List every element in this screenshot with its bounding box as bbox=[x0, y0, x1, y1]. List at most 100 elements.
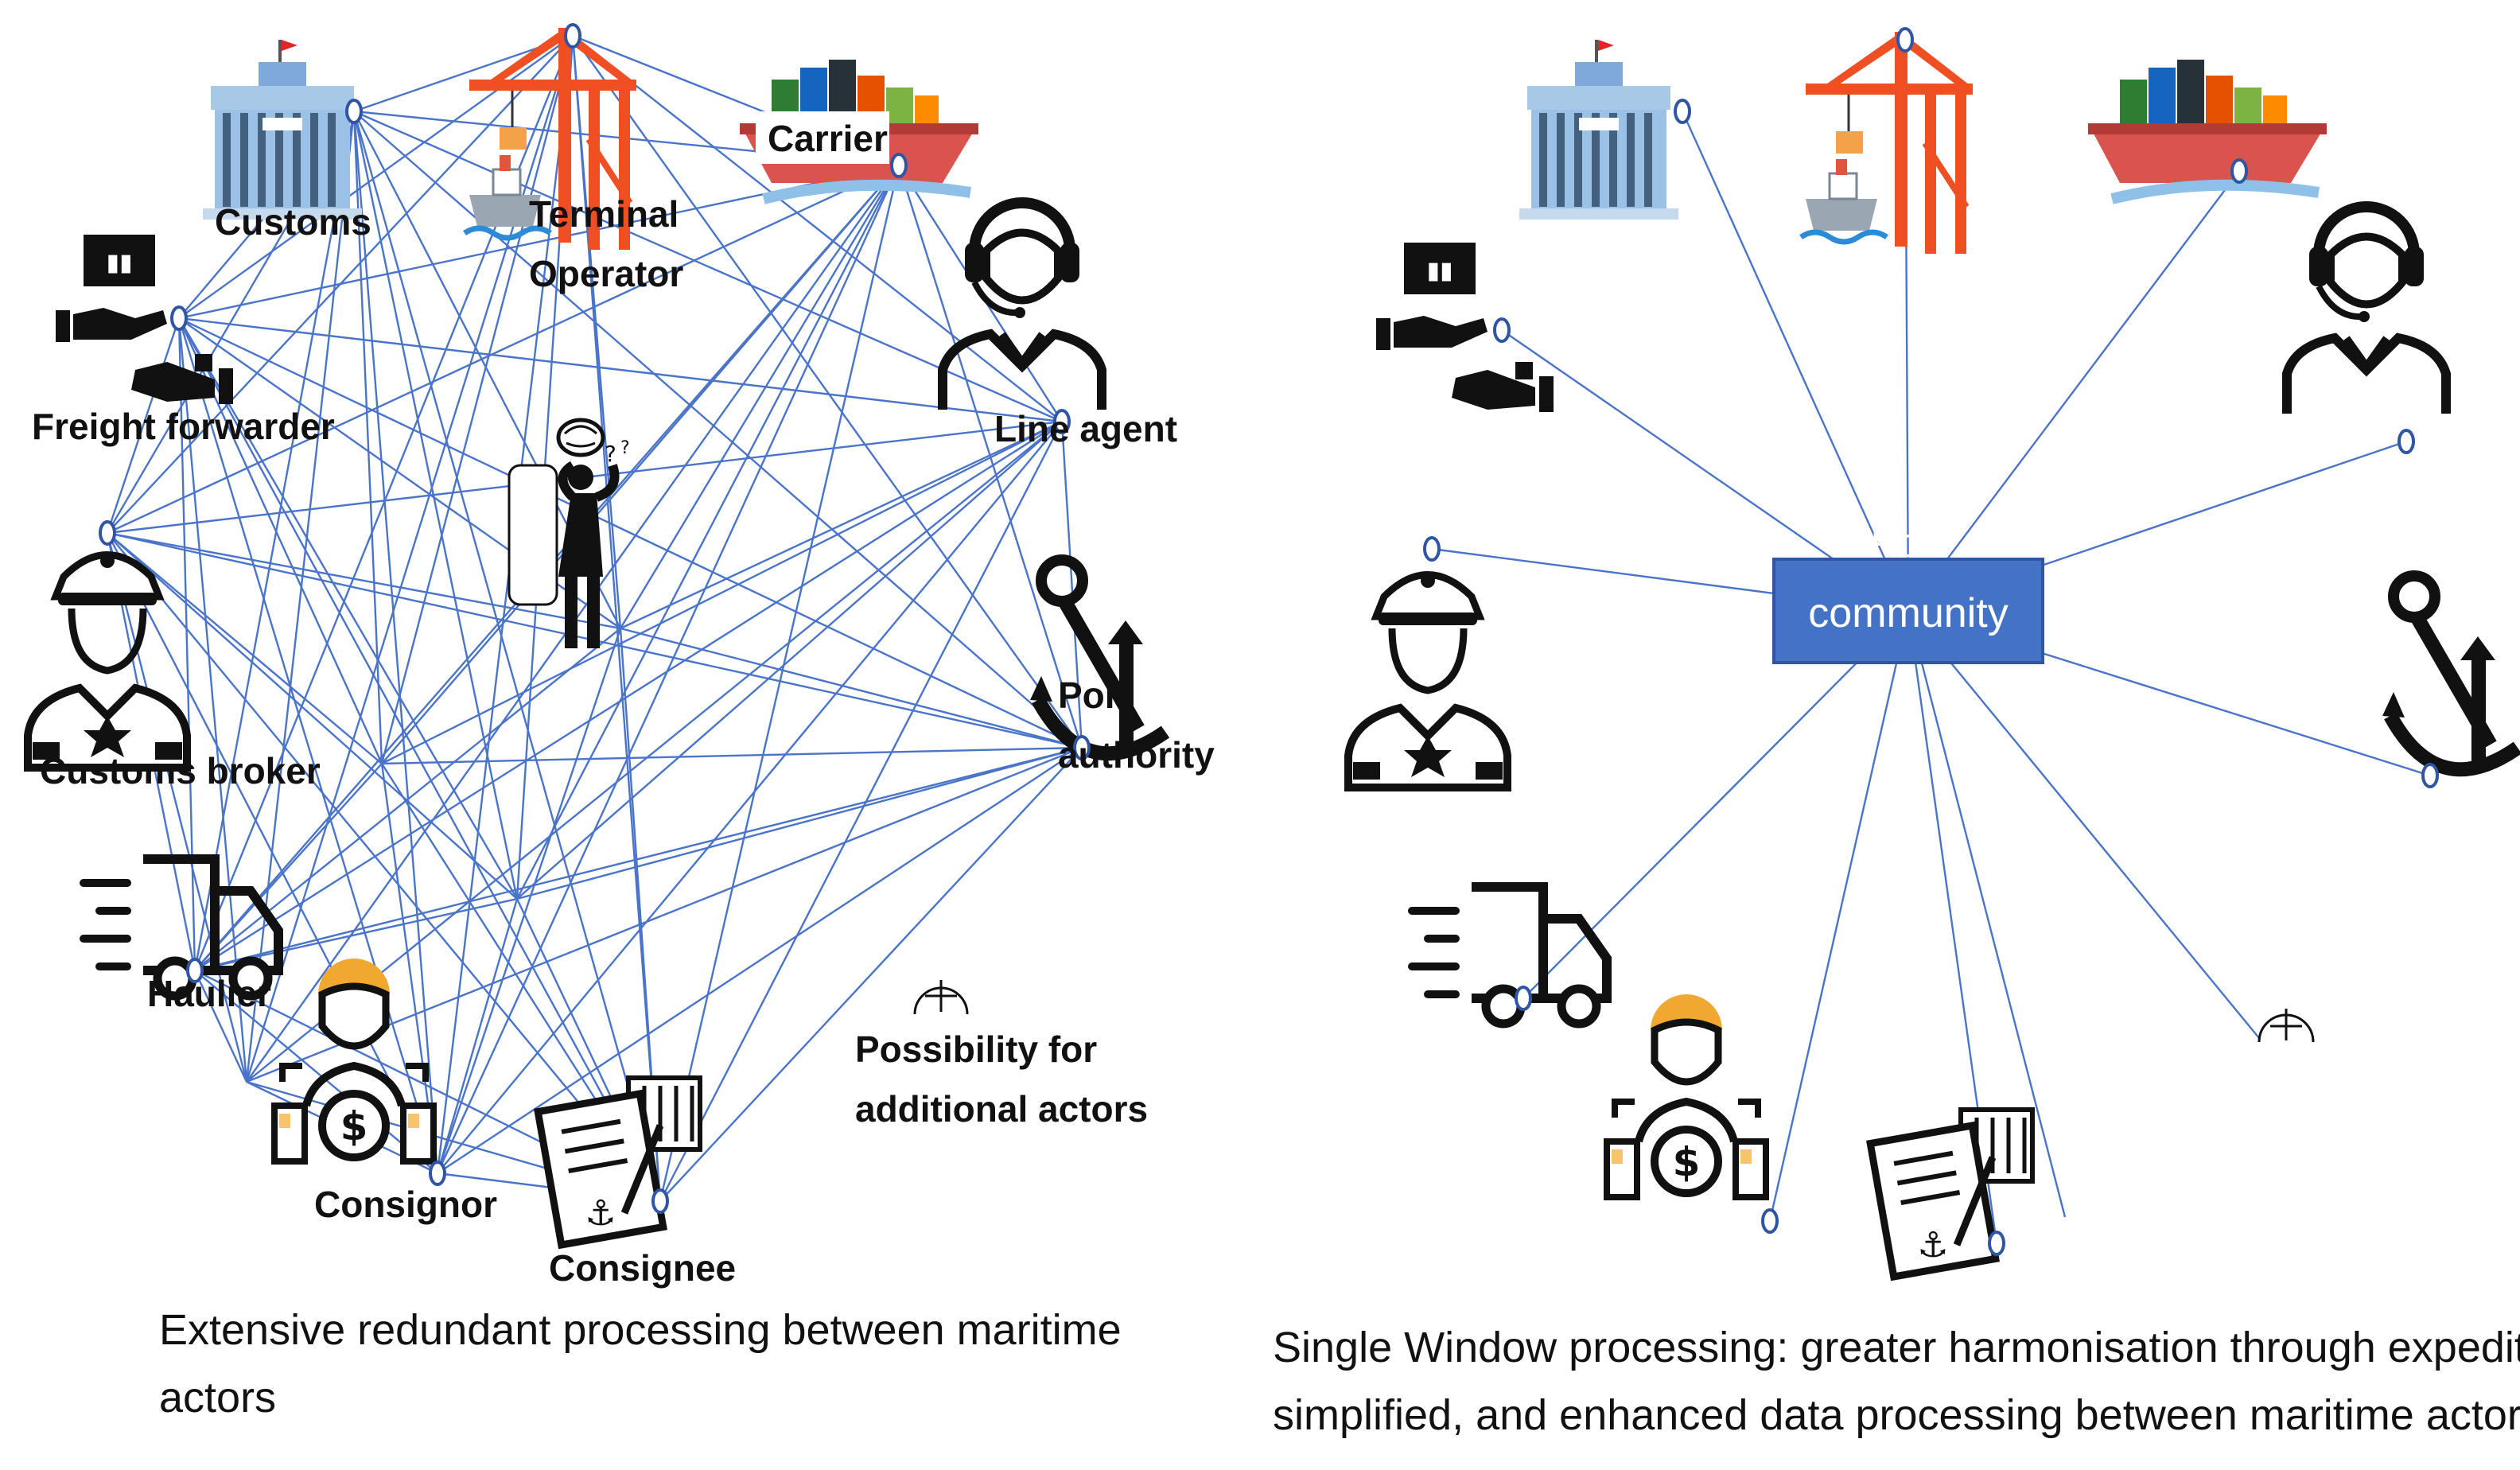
mesh-edge bbox=[381, 165, 900, 764]
label-possibility-1: Possibility for bbox=[855, 1029, 1097, 1070]
label-consignor: Consignor bbox=[314, 1184, 497, 1225]
port-community-hub: Port community bbox=[1772, 520, 2044, 664]
left-caption-line-1: Extensive redundant processing between m… bbox=[159, 1306, 1122, 1354]
mesh-edge bbox=[106, 532, 248, 1083]
mesh-edge bbox=[194, 970, 438, 1174]
consignee-icon bbox=[538, 1078, 700, 1245]
mesh-edge bbox=[353, 111, 1083, 749]
label-customs: Customs bbox=[215, 201, 371, 243]
node-port-authority bbox=[1073, 735, 1091, 760]
mesh-edge bbox=[107, 532, 383, 764]
node-consignor bbox=[429, 1161, 446, 1186]
mesh-edge bbox=[436, 35, 574, 1174]
mesh-edge bbox=[572, 35, 1063, 422]
node-terminal bbox=[564, 23, 581, 49]
node-customs-broker bbox=[99, 520, 116, 546]
mesh-edge bbox=[352, 111, 439, 1174]
mesh-edge bbox=[177, 317, 662, 1202]
node-haulier bbox=[1515, 986, 1532, 1011]
customs-building-icon bbox=[203, 40, 362, 220]
mesh-edge bbox=[107, 532, 661, 1202]
mesh-edge bbox=[246, 421, 1063, 1083]
mesh-edge bbox=[620, 420, 1063, 630]
node-customs bbox=[1674, 99, 1691, 124]
mesh-edge bbox=[194, 763, 383, 971]
freight-forwarder-icon-right bbox=[1376, 243, 1554, 412]
mesh-edge bbox=[194, 628, 621, 971]
left-nodes bbox=[99, 23, 1091, 1214]
mesh-edge bbox=[659, 165, 900, 1202]
label-carrier: Carrier bbox=[768, 118, 888, 159]
node-consignor bbox=[1761, 1208, 1779, 1234]
right-nodes bbox=[1423, 27, 2439, 1256]
mesh-edge bbox=[516, 746, 1083, 900]
label-customs-broker: Customs broker bbox=[40, 750, 321, 791]
consignor-icon bbox=[274, 959, 434, 1161]
customs-broker-icon bbox=[28, 554, 187, 768]
left-panel: Customs Terminal Operator Carrier Freigh… bbox=[28, 23, 1215, 1421]
spoke-edge bbox=[1681, 111, 1910, 612]
mesh-edge bbox=[352, 111, 519, 900]
mesh-edge bbox=[193, 970, 248, 1083]
node-carrier bbox=[890, 153, 908, 178]
label-authority: authority bbox=[1058, 734, 1215, 776]
mesh-edge bbox=[572, 35, 1083, 749]
hub-label-line-1: Port bbox=[1870, 520, 1946, 566]
mesh-edge bbox=[106, 532, 439, 1174]
mesh-edge bbox=[620, 627, 1083, 749]
mesh-edge bbox=[659, 747, 1083, 1202]
confused-person-icon bbox=[509, 420, 630, 648]
mesh-edge bbox=[194, 746, 1083, 972]
mesh-edge bbox=[659, 421, 1064, 1202]
mesh-edge bbox=[380, 35, 574, 764]
mesh-edge bbox=[194, 420, 1063, 972]
mesh-edge bbox=[193, 111, 356, 971]
line-agent-icon-right bbox=[2287, 207, 2446, 414]
label-possibility-2: additional actors bbox=[855, 1088, 1148, 1130]
add-actor-icon bbox=[913, 980, 969, 1015]
hub-label-line-2: community bbox=[1808, 590, 2008, 636]
mesh-edge bbox=[245, 111, 356, 1083]
mesh-edge bbox=[436, 165, 900, 1174]
spoke-edge bbox=[1522, 610, 1909, 999]
label-freight-forwarder: Freight forwarder bbox=[32, 406, 335, 447]
label-operator: Operator bbox=[529, 253, 683, 294]
port-authority-anchor-icon bbox=[1030, 560, 1165, 753]
cargo-ship-icon-right bbox=[2088, 60, 2327, 199]
add-actor-icon-right bbox=[2258, 1009, 2315, 1043]
haulier-truck-icon-right bbox=[1412, 887, 1607, 1024]
crane-icon-right bbox=[1801, 32, 1973, 254]
node-line-agent bbox=[1053, 409, 1071, 434]
mesh-edge bbox=[352, 111, 662, 1202]
left-caption-line-2: actors bbox=[159, 1374, 276, 1421]
mesh-edge bbox=[436, 898, 519, 1174]
mesh-edge bbox=[571, 35, 662, 1202]
node-customs bbox=[345, 99, 363, 124]
mesh-edge bbox=[381, 746, 1083, 765]
mesh-edge bbox=[107, 164, 900, 535]
mesh-edge bbox=[178, 317, 1063, 423]
mesh-edge bbox=[515, 165, 900, 900]
port-authority-anchor-icon-right bbox=[2382, 576, 2518, 769]
mesh-edge bbox=[1060, 421, 1083, 749]
consignor-icon-right bbox=[1607, 994, 1766, 1197]
mesh-edge bbox=[352, 111, 383, 764]
mesh-edge bbox=[107, 532, 518, 900]
node-consignee bbox=[1988, 1231, 2005, 1256]
node-line-agent bbox=[2398, 429, 2415, 454]
mesh-edge bbox=[516, 421, 1063, 900]
mesh-edge bbox=[436, 628, 622, 1174]
customs-building-icon-right bbox=[1519, 40, 1678, 220]
spoke-edge bbox=[1908, 170, 2240, 612]
node-haulier bbox=[186, 958, 204, 983]
mesh-edge bbox=[106, 317, 181, 534]
customs-broker-icon-right bbox=[1348, 574, 1507, 788]
mesh-edge bbox=[177, 317, 439, 1174]
label-line-agent: Line agent bbox=[994, 408, 1177, 449]
label-terminal: Terminal bbox=[529, 193, 679, 235]
mesh-edge bbox=[177, 317, 248, 1083]
node-freight-forwarder bbox=[170, 305, 188, 331]
mesh-edge bbox=[437, 421, 1063, 1174]
spoke-edge bbox=[1907, 610, 2067, 1218]
